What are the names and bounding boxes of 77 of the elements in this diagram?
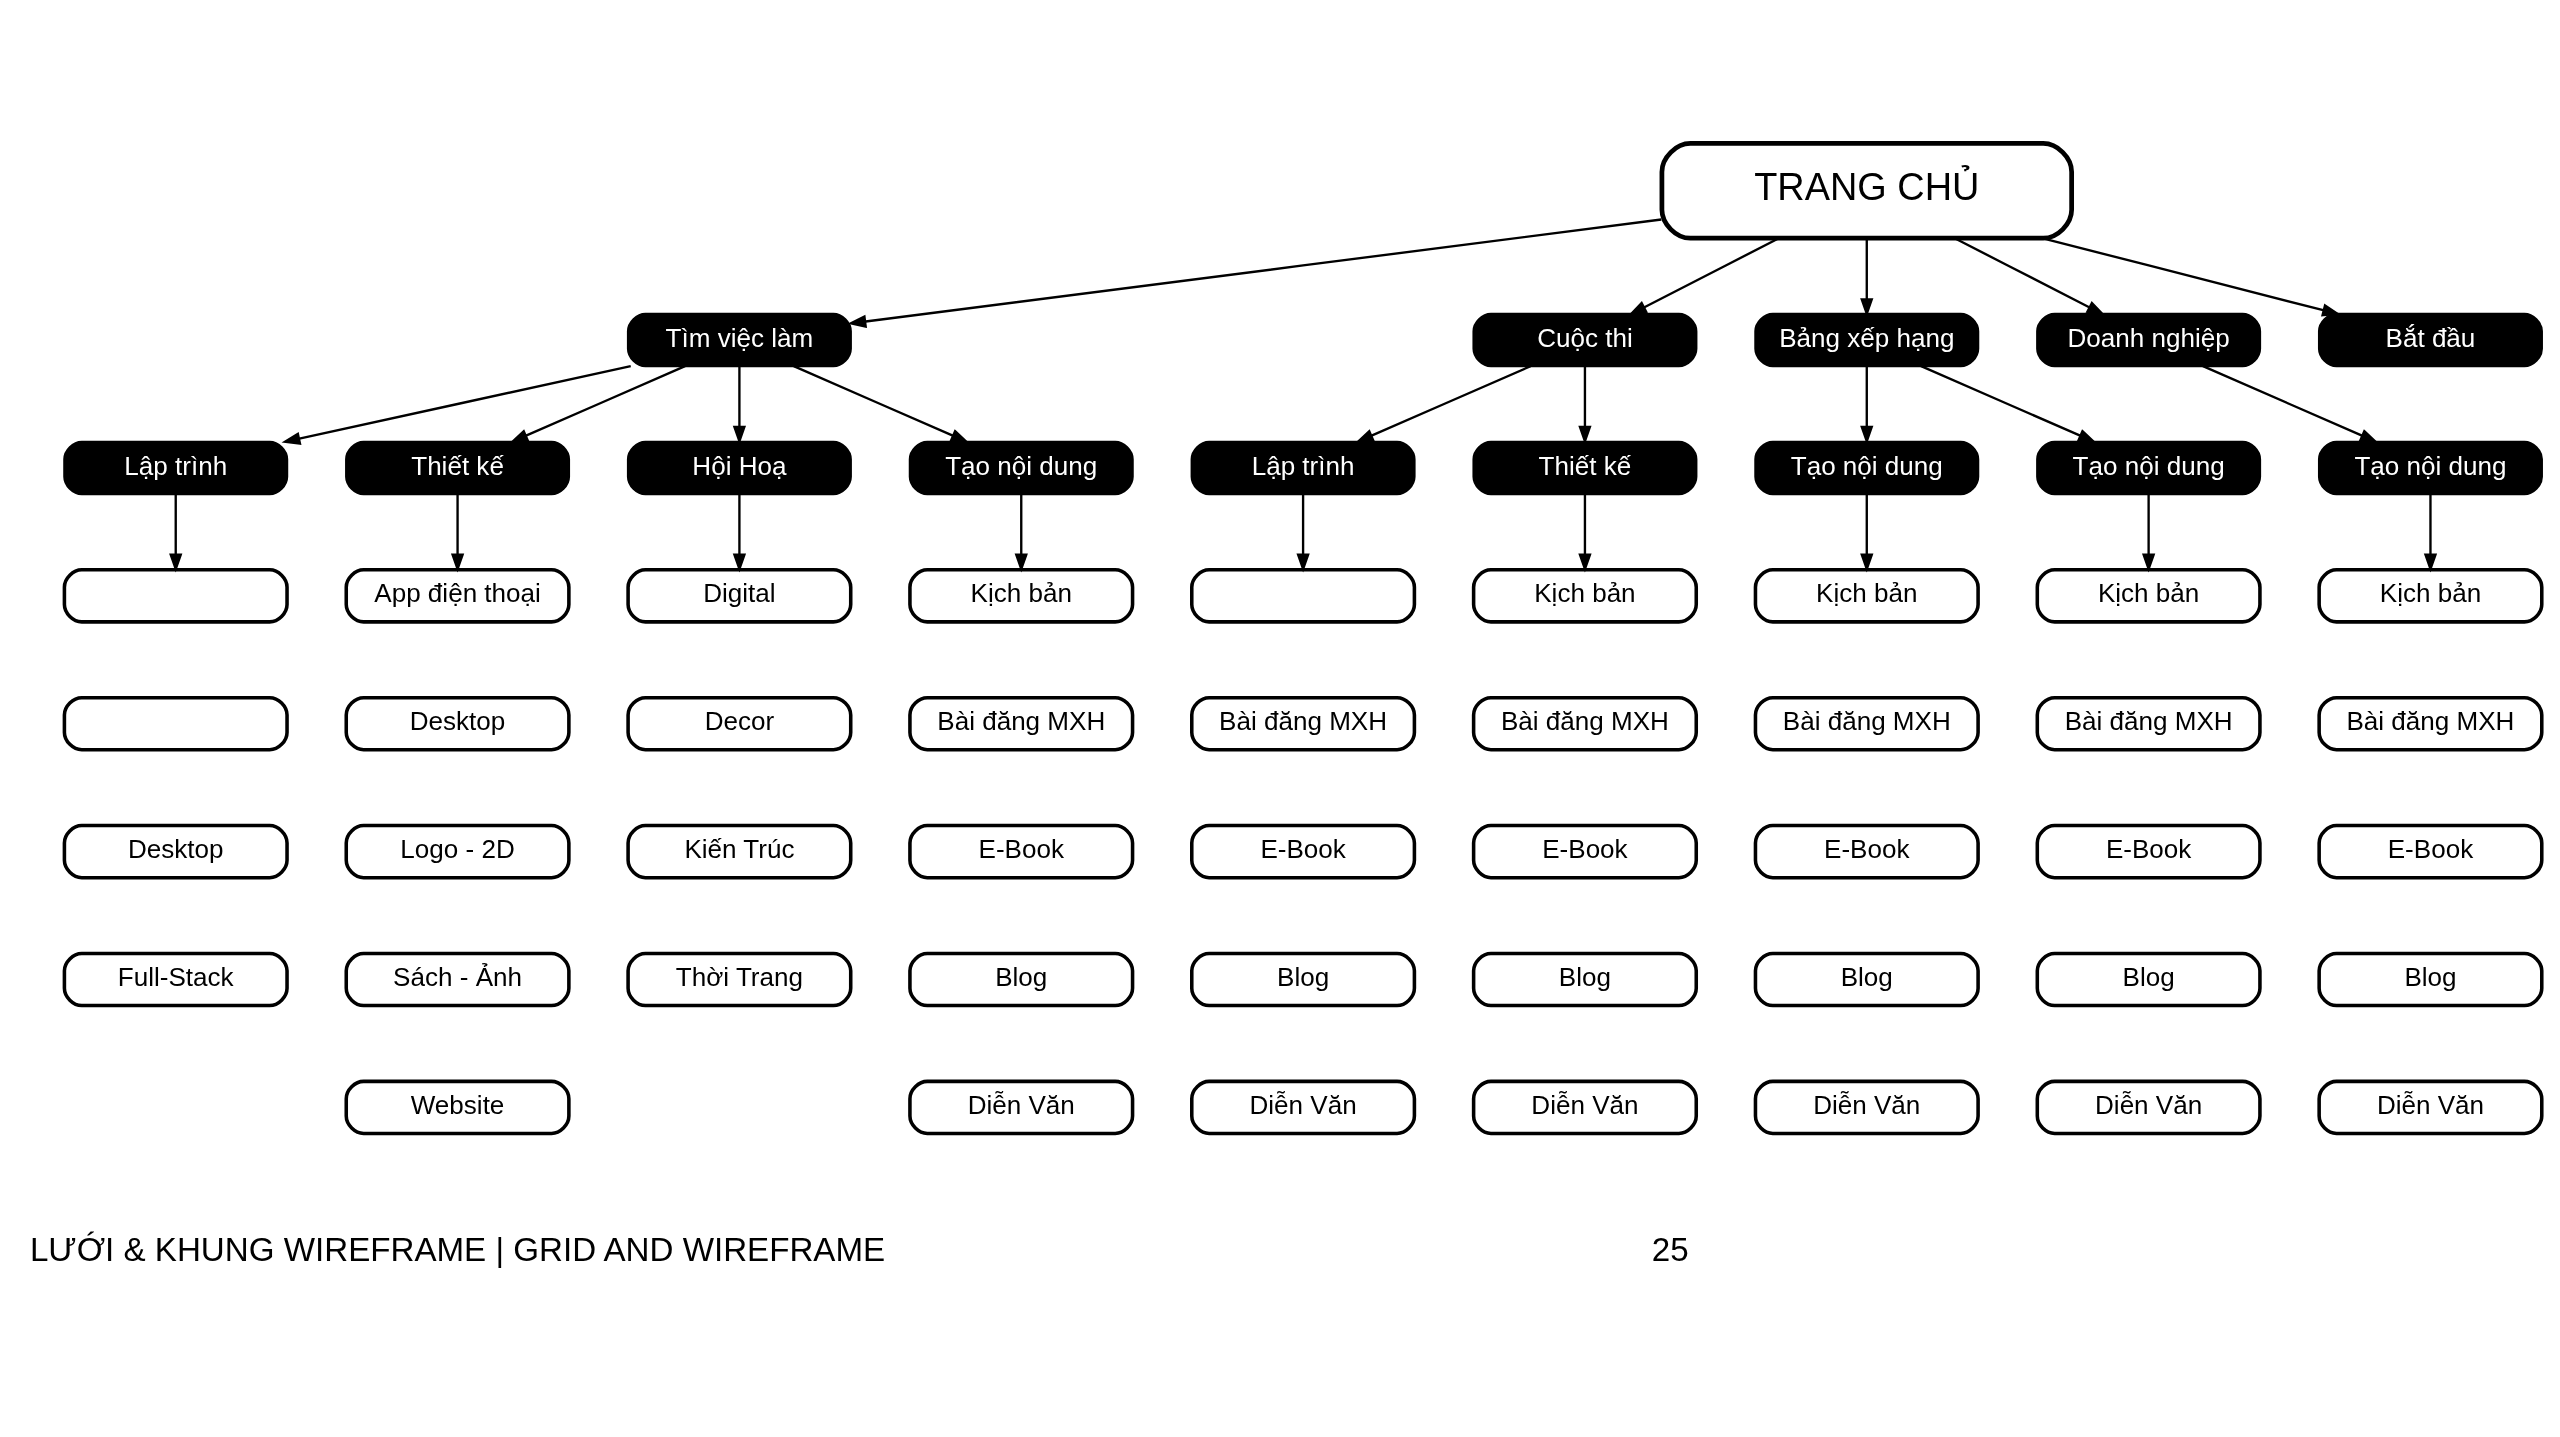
arrow: [1354, 364, 1532, 443]
node-box: Thiết kế: [345, 440, 571, 495]
node-box: Tạo nội dung: [2036, 440, 2262, 495]
arrow: [1860, 493, 1874, 573]
node-box: Blog: [908, 951, 1135, 1007]
node-box: Diễn Văn: [1753, 1079, 1980, 1135]
node-box: Cuộc thi: [1472, 312, 1698, 367]
node-box: E-Book: [2035, 823, 2262, 879]
node-box: Blog: [2317, 951, 2544, 1007]
node-box: Doanh nghiệp: [2036, 312, 2262, 367]
node-box: Bài đăng MXH: [1753, 695, 1980, 752]
node-box: App điện thoại: [344, 567, 571, 624]
arrow: [2202, 364, 2379, 443]
node-box: Diễn Văn: [2035, 1079, 2262, 1135]
node-box: Diễn Văn: [1190, 1079, 1417, 1135]
node-box: [62, 567, 289, 624]
node-box: Blog: [1471, 951, 1699, 1007]
node-box: Thiết kế: [1472, 440, 1698, 495]
node-box: Blog: [2035, 951, 2262, 1007]
node-box: Blog: [1190, 951, 1417, 1007]
node-box: Desktop: [344, 695, 571, 752]
node-box: [62, 695, 289, 752]
node-box: Kiến Trúc: [626, 823, 853, 879]
node-box: Bài đăng MXH: [1190, 695, 1417, 752]
node-box: Hội Hoạ: [626, 440, 852, 495]
node-box: Bài đăng MXH: [908, 695, 1135, 752]
node-box: [1190, 567, 1417, 624]
node-box: Logo - 2D: [344, 823, 571, 879]
node-box: Bảng xếp hạng: [1754, 312, 1980, 367]
node-box: E-Book: [908, 823, 1135, 879]
arrow: [1578, 493, 1592, 573]
arrow: [1296, 493, 1310, 573]
node-box: Bài đăng MXH: [2035, 695, 2262, 752]
node-box: Bài đăng MXH: [2317, 695, 2544, 752]
node-box: E-Book: [1471, 823, 1699, 879]
node-box: E-Book: [1190, 823, 1417, 879]
node-box: E-Book: [1753, 823, 1980, 879]
arrow: [1014, 493, 1028, 573]
node-box: Lập trình: [63, 440, 289, 495]
node-box: Diễn Văn: [1471, 1079, 1699, 1135]
node-box: Decor: [626, 695, 853, 752]
node-box: Bắt đầu: [2317, 312, 2543, 367]
node-box: TRANG CHỦ: [1659, 140, 2074, 241]
node-box: Blog: [1753, 951, 1980, 1007]
node-box: Full-Stack: [62, 951, 289, 1007]
arrow: [169, 493, 183, 573]
node-box: Lập trình: [1190, 440, 1416, 495]
node-box: Bài đăng MXH: [1471, 695, 1699, 752]
arrow: [2141, 493, 2156, 573]
label: LƯỚI & KHUNG WIREFRAME | GRID AND WIREFRAME: [29, 1230, 886, 1268]
node-box: Kịch bản: [2317, 567, 2544, 624]
arrow: [732, 493, 747, 573]
node-box: Tạo nội dung: [908, 440, 1134, 495]
node-box: Kịch bản: [1753, 567, 1980, 624]
label: 25: [1651, 1230, 1689, 1268]
node-box: Tạo nội dung: [2317, 440, 2543, 495]
node-box: Diễn Văn: [2317, 1079, 2544, 1135]
arrow: [2423, 493, 2438, 573]
arrow: [281, 364, 631, 445]
node-box: Thời Trang: [626, 951, 853, 1007]
node-box: Desktop: [62, 823, 289, 879]
node-box: Kịch bản: [1471, 567, 1699, 624]
arrow: [1920, 364, 2097, 443]
node-box: Sách - Ảnh: [344, 951, 571, 1007]
node-box: Tìm việc làm: [626, 312, 852, 367]
arrow: [793, 364, 970, 443]
node-box: Website: [344, 1079, 571, 1135]
node-box: Kịch bản: [2035, 567, 2262, 624]
node-box: Diễn Văn: [908, 1079, 1135, 1135]
arrow: [509, 364, 686, 443]
arrow: [450, 493, 465, 573]
node-box: Digital: [626, 567, 853, 624]
node-box: E-Book: [2317, 823, 2544, 879]
node-box: Tạo nội dung: [1754, 440, 1980, 495]
arrow: [2042, 236, 2342, 316]
node-box: Kịch bản: [908, 567, 1135, 624]
arrow: [847, 217, 1662, 328]
